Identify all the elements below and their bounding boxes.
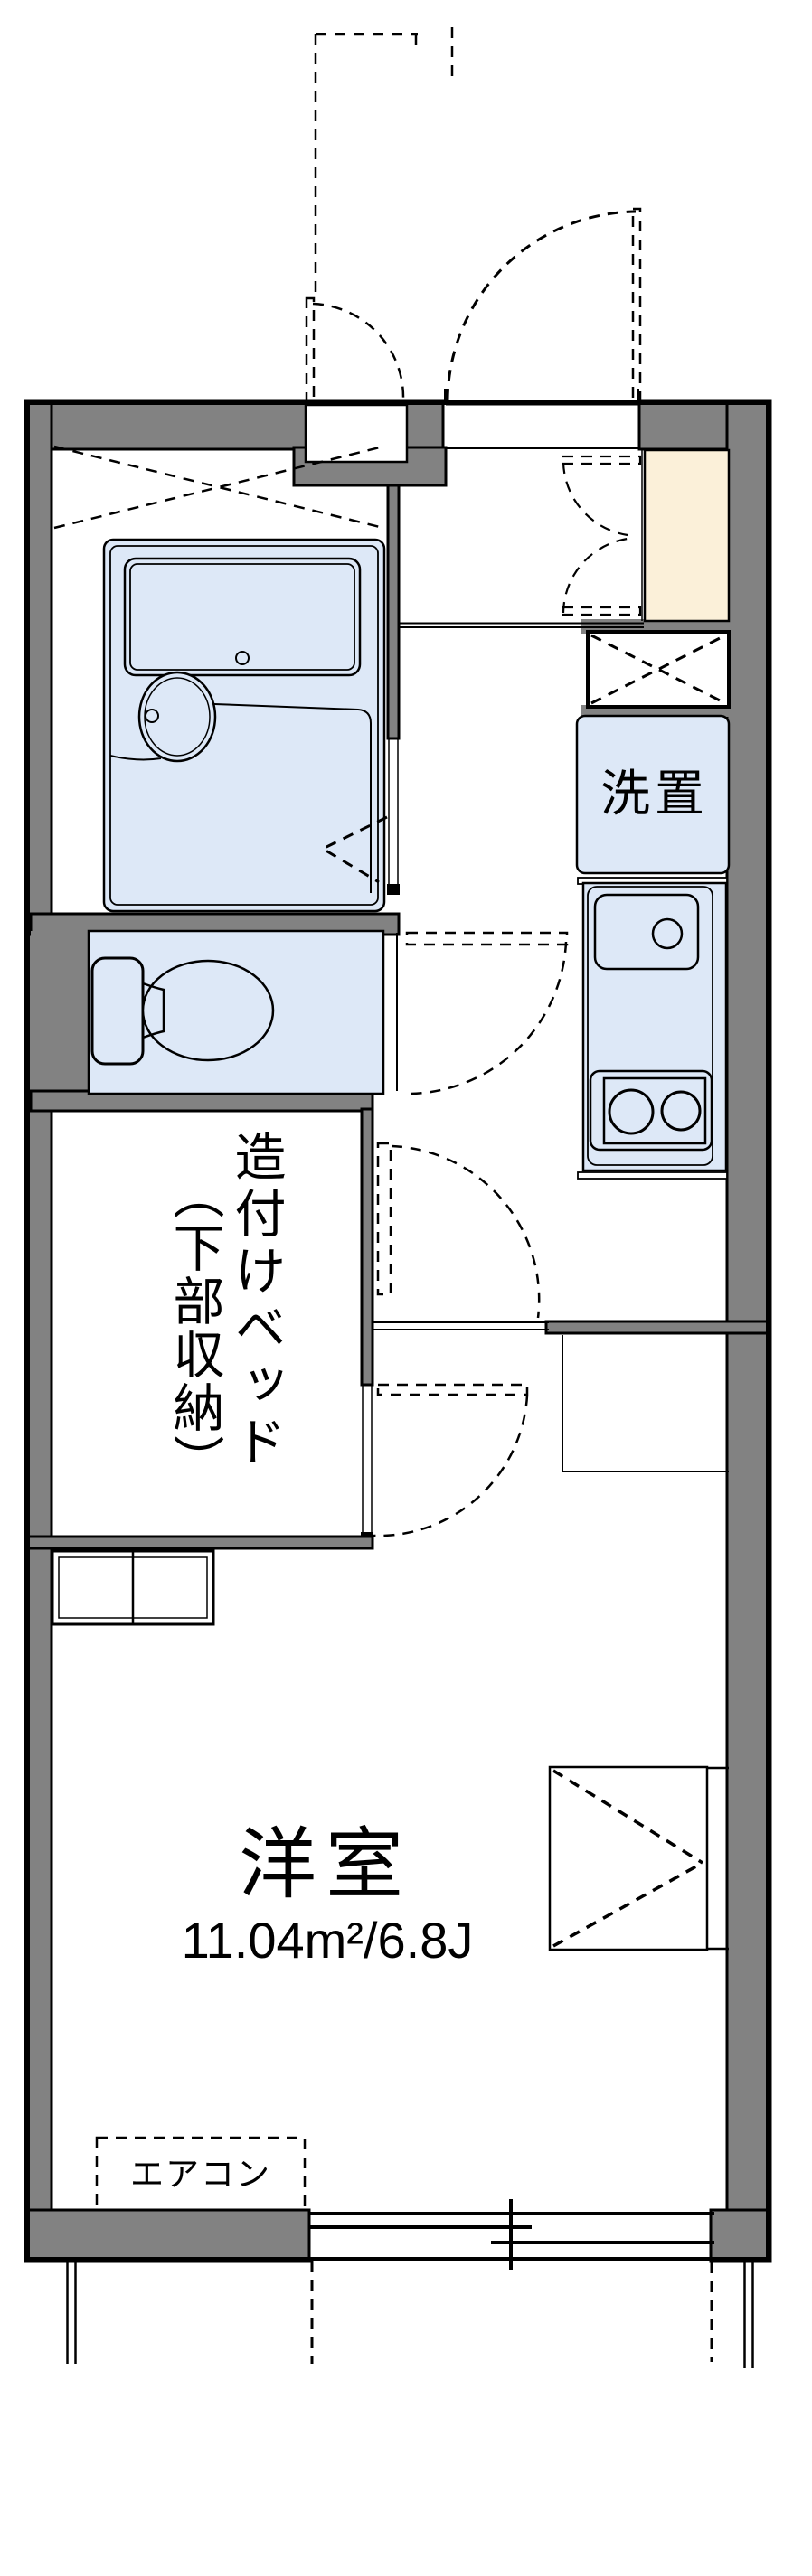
closet-cross — [53, 445, 384, 530]
balcony-rails — [66, 2258, 754, 2368]
toilet-bowl — [141, 959, 275, 1062]
room-area: 11.04m²/6.8J — [182, 1912, 474, 1969]
bathtub — [123, 557, 362, 677]
stove — [589, 1069, 713, 1152]
bathroom-unit — [102, 538, 399, 913]
burner-right — [660, 1090, 702, 1132]
shoe-cabinet-doors — [561, 455, 642, 616]
built-in-bed-label: 造付けベッド （下部収納） — [165, 1130, 285, 1488]
bathtub-drain — [235, 651, 250, 665]
vanity-counter-edge — [213, 703, 372, 893]
burner-left — [608, 1088, 655, 1135]
meter-box-door-swing — [305, 296, 405, 402]
washer-space-label: 洗置 — [600, 766, 709, 822]
washbasin — [137, 671, 217, 763]
aircon-label: エアコン — [130, 2156, 271, 2193]
shoe-cabinet — [561, 448, 731, 623]
basin-faucet — [145, 709, 159, 723]
room-name: 洋室 — [239, 1821, 412, 1908]
toilet — [90, 956, 275, 1066]
bathroom-folding-door — [319, 815, 388, 884]
washer-space: 洗置 — [575, 714, 731, 875]
toilet-tank — [90, 956, 145, 1066]
kitchen-faucet — [651, 917, 684, 950]
sliding-window — [309, 2199, 714, 2270]
entrance-exterior-marks — [314, 27, 454, 296]
bed-footer-cabinet — [51, 1549, 215, 1626]
entrance-door-swing — [446, 207, 642, 402]
bay-window — [548, 1765, 729, 1951]
toilet-door-swing — [396, 931, 569, 1095]
kitchen-counter — [577, 877, 728, 1180]
corridor-doorway — [373, 1142, 549, 1330]
bed-label-sub: （下部収納） — [165, 1168, 224, 1488]
aircon-box: エアコン — [95, 2136, 307, 2212]
toilet-room — [87, 929, 569, 1095]
bedroom-door-swing — [362, 1383, 529, 1537]
western-room-label: 洋室 11.04m²/6.8J — [182, 1821, 474, 1969]
genkan-step-line — [399, 622, 644, 628]
storage-box — [586, 630, 731, 709]
refrigerator-space — [562, 1335, 729, 1472]
bed-label-main: 造付けベッド — [227, 1130, 285, 1471]
sink — [593, 893, 700, 971]
entrance-threshold — [444, 389, 639, 449]
